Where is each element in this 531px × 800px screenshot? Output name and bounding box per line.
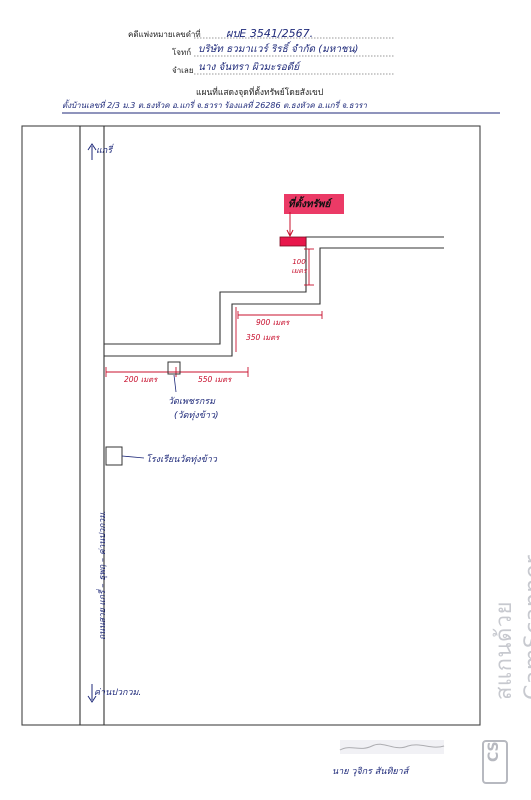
dim-200-text: 200 เมตร: [124, 375, 158, 384]
dim-350-text: 350 เมตร: [246, 333, 280, 342]
property-label: ที่ตั้งทรัพย์: [288, 199, 331, 210]
temple-sub-label: (วัดทุ่งข้าว): [174, 411, 219, 421]
north-label: แกรี่: [96, 146, 113, 156]
south-arrowhead-icon: [87, 695, 97, 703]
side-road-lower-edge: [104, 247, 444, 357]
signature-stamp: [340, 740, 444, 754]
north-arrowhead-icon: [87, 143, 97, 151]
temple-marker: [167, 361, 181, 375]
map-frame: [21, 125, 481, 726]
camscanner-watermark: สแกนด้วย CamScanner: [492, 554, 531, 700]
property-pointer-head-icon: [286, 229, 294, 238]
dim-900-text: 900 เมตร: [256, 318, 290, 327]
property-label-highlight: [284, 194, 344, 214]
property-marker: [279, 236, 307, 247]
dim-100-text: 100 เมตร: [291, 258, 307, 275]
map-title: แผนที่แสดงจุดที่ตั้งทรัพย์โดยสังเขป: [196, 88, 324, 98]
signature-name: นาย วุจิกร สันทิยาส์: [332, 767, 409, 777]
temple-label: วัดเพชรกรม: [168, 397, 216, 407]
temple-pointer: [173, 374, 177, 393]
dim-550-text: 550 เมตร: [198, 375, 232, 384]
plaintiff-label: โจทก์: [172, 48, 192, 57]
south-label: ค่านปวกวม.: [94, 688, 142, 698]
road-label: ถนนสาย แกรี่ – ธุพฤ – ค่านปวกวม.: [98, 510, 108, 640]
ref-value: ผบE 3541/2567.: [226, 27, 314, 40]
school-pointer: [121, 455, 145, 459]
school-label: โรงเรียนวัดทุ่งข้าว: [146, 455, 217, 465]
defendant-label: จำเลย: [172, 66, 194, 75]
school-marker: [105, 446, 123, 466]
defendant-value: นาง จันทรา ผิวมะรอดีย์: [198, 62, 300, 73]
camscanner-logo-icon: CS: [482, 740, 508, 784]
plaintiff-value: บริษัท ธวมาเเวร์ ริรธิ์ จำกัด (มหาชน): [198, 44, 359, 55]
camscanner-logo-text: CS: [486, 741, 502, 762]
side-road-upper-edge: [104, 236, 444, 345]
address-line: ตั้งบ้านเลขที่ 2/3 ม.3 ต.ธงหัวค อ.แกรี่ …: [62, 101, 367, 110]
ref-label: คดีแพ่งหมายเลขดำที่: [128, 30, 201, 39]
